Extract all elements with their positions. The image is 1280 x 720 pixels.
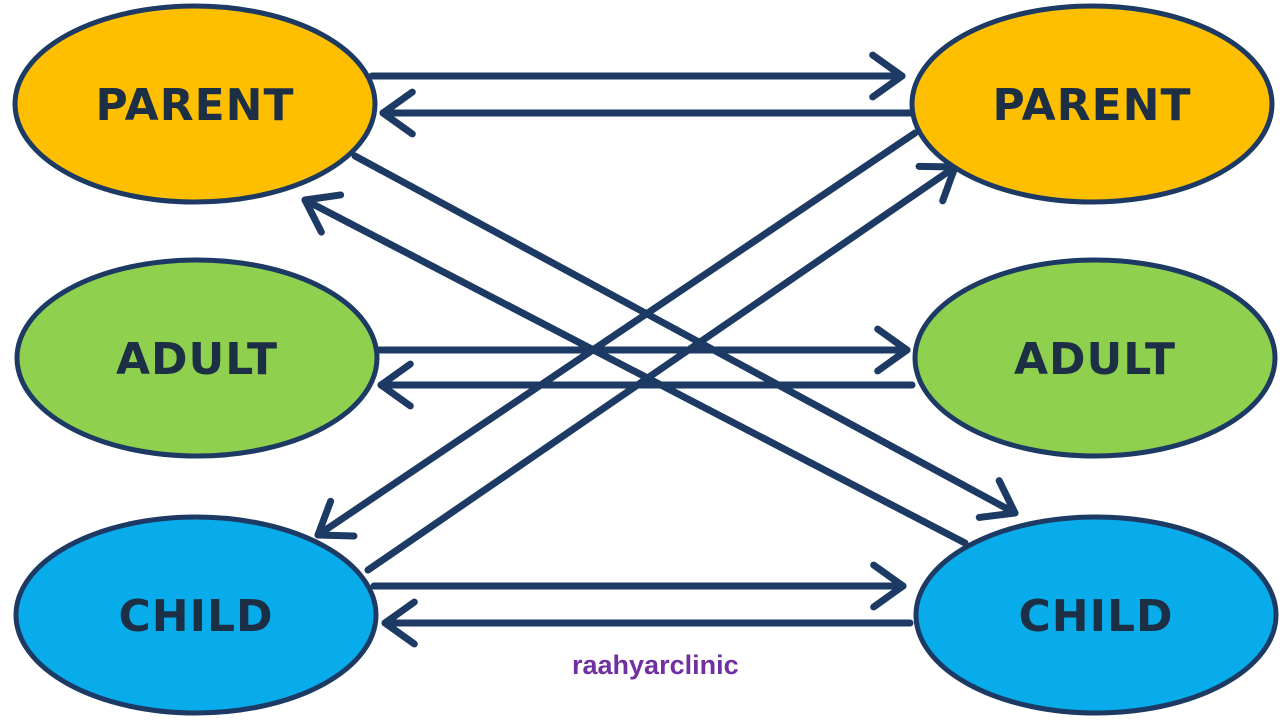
arrowhead-icon	[314, 497, 358, 540]
arrowhead-icon	[870, 561, 907, 611]
arrow-right-parent-to-left-child	[314, 129, 919, 540]
arrow-left-child-to-right-parent	[364, 162, 959, 574]
node-ellipse	[13, 514, 379, 716]
arrow-shaft	[364, 163, 959, 574]
nodes-layer: PARENT ADULT CHILD PARENT ADULT CHILD	[12, 3, 1279, 716]
arrowhead-icon	[377, 360, 414, 410]
node-ellipse	[913, 514, 1279, 716]
arrowhead-icon	[869, 51, 906, 101]
node-right-child: CHILD	[913, 514, 1279, 716]
node-ellipse	[14, 257, 380, 459]
node-ellipse	[912, 257, 1278, 459]
arrow-left-child-to-right-child	[370, 561, 907, 611]
arrows-layer	[301, 51, 1019, 648]
node-left-parent: PARENT	[12, 3, 378, 205]
arrowhead-icon	[381, 598, 418, 648]
arrow-shaft	[301, 196, 969, 547]
node-left-adult: ADULT	[14, 257, 380, 459]
arrow-right-parent-to-left-parent	[379, 88, 914, 138]
arrow-left-adult-to-right-adult	[372, 325, 911, 375]
node-label: CHILD	[118, 591, 273, 642]
node-ellipse	[12, 3, 378, 205]
arrow-left-parent-to-right-parent	[368, 51, 906, 101]
arrow-shaft	[314, 129, 919, 539]
arrowhead-icon	[379, 88, 416, 138]
node-right-parent: PARENT	[909, 3, 1275, 205]
node-label: CHILD	[1018, 591, 1173, 642]
node-ellipse	[909, 3, 1275, 205]
arrow-shaft	[351, 152, 1019, 517]
arrow-left-parent-to-right-child	[351, 152, 1019, 521]
node-label: ADULT	[116, 334, 278, 385]
arrowhead-icon	[975, 477, 1019, 521]
node-left-child: CHILD	[13, 514, 379, 716]
watermark-text: raahyarclinic	[572, 650, 739, 680]
node-right-adult: ADULT	[912, 257, 1278, 459]
arrow-right-child-to-left-child	[381, 598, 914, 648]
node-label: PARENT	[95, 80, 294, 131]
node-label: ADULT	[1014, 334, 1176, 385]
arrow-right-child-to-left-parent	[301, 191, 969, 547]
arrow-right-adult-to-left-adult	[377, 360, 916, 410]
node-label: PARENT	[992, 80, 1191, 131]
arrowhead-icon	[874, 325, 911, 375]
arrowhead-icon	[301, 191, 345, 236]
